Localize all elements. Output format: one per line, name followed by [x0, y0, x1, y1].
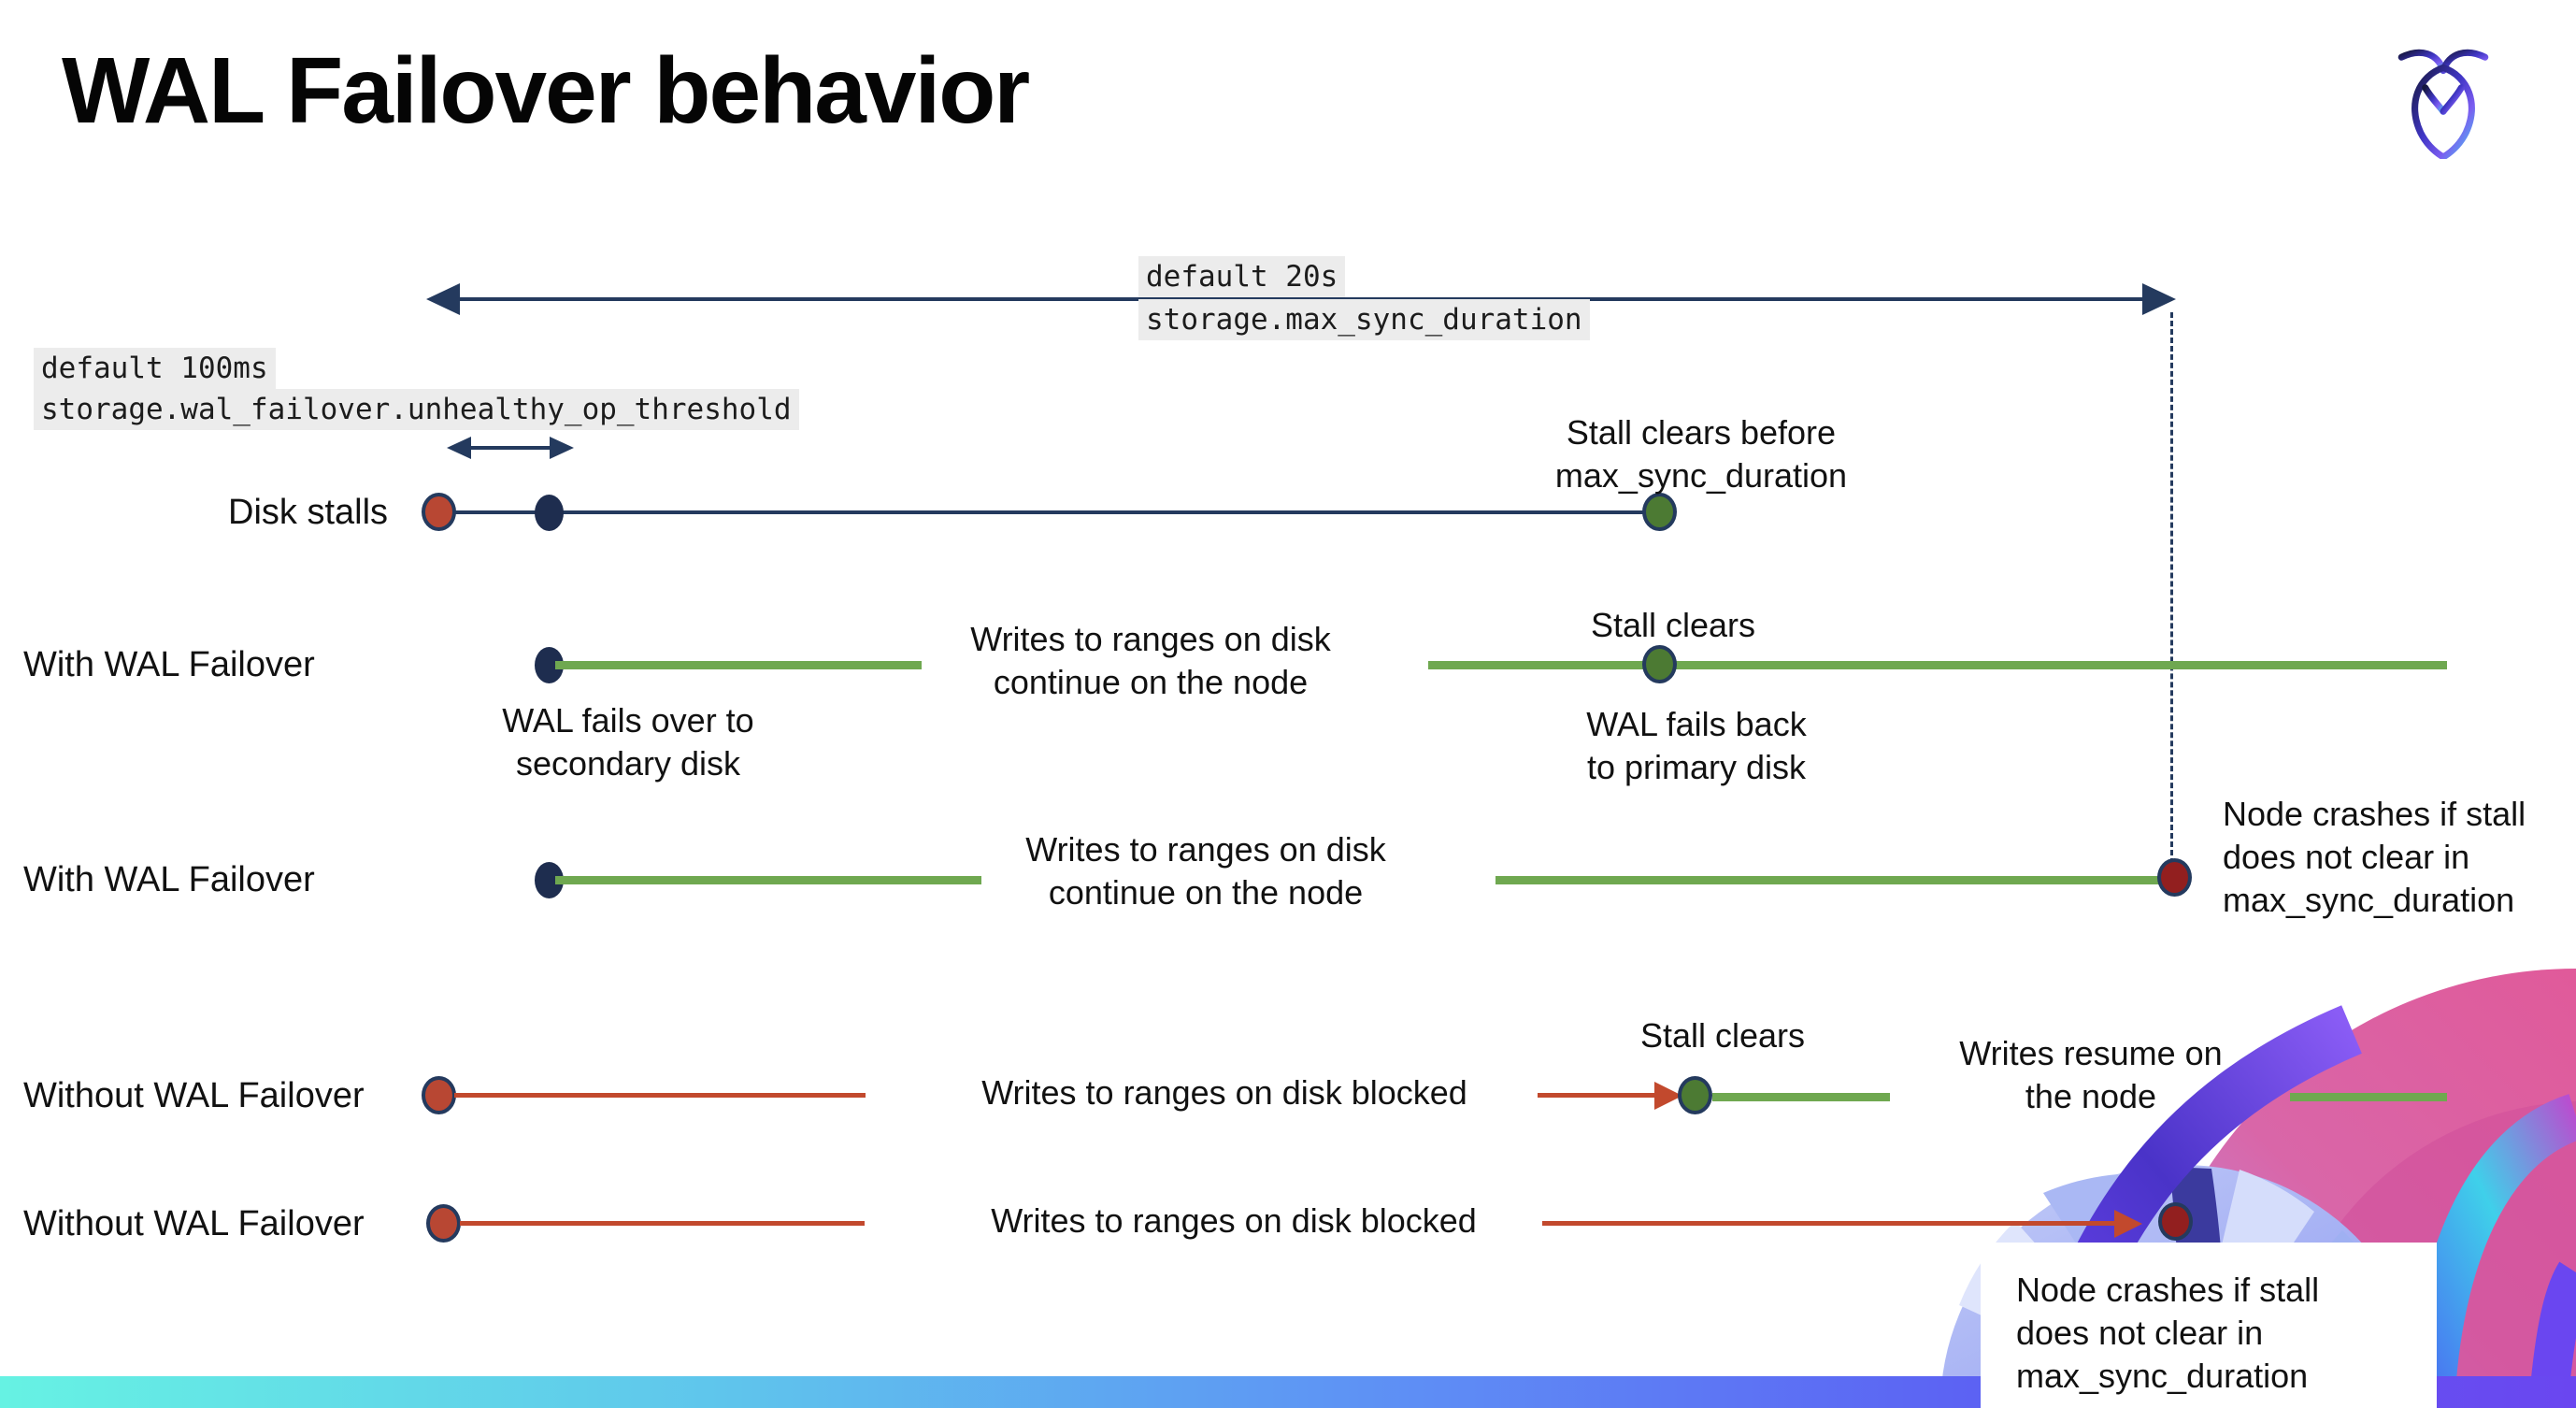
writes-continue-line2-b [1496, 876, 2161, 884]
node-crash-dot-row5 [2158, 1202, 2193, 1241]
row-label-with-wal-failover-1: With WAL Failover [23, 645, 315, 684]
writes-continue-line2-a [555, 876, 981, 884]
failback-note: WAL fails back to primary disk [1586, 705, 1807, 786]
node-crash-note-row3: Node crashes if stall does not clear in … [2223, 795, 2526, 919]
disk-stall-timeline [437, 510, 1659, 514]
writes-blocked-note-row5: Writes to ranges on disk blocked [991, 1201, 1477, 1240]
writes-blocked-line-a [454, 1093, 866, 1098]
node-crash-note-row5: Node crashes if stall does not clear in … [2016, 1271, 2320, 1395]
writes-continue-note-row2: Writes to ranges on disk continue on the… [970, 620, 1331, 701]
max-sync-default-label: default 20s [1138, 256, 1346, 297]
writes-blocked-note-row4: Writes to ranges on disk blocked [981, 1073, 1467, 1112]
failover-note: WAL fails over to secondary disk [502, 701, 754, 783]
row-label-without-wal-failover-1: Without WAL Failover [23, 1076, 365, 1115]
writes-continue-line-b [1428, 661, 2447, 669]
max-sync-deadline-dashed-line [2170, 312, 2173, 864]
writes-resume-line-a [1712, 1093, 1890, 1101]
stall-clears-dot-row4 [1678, 1076, 1712, 1114]
failover-threshold-dot [535, 495, 564, 531]
row-label-with-wal-failover-2: With WAL Failover [23, 860, 315, 899]
writes-blocked-line2-b [1542, 1221, 2129, 1226]
node-crash-dot-row3 [2157, 858, 2192, 897]
writes-continue-line-a [555, 661, 922, 669]
stall-clears-dot-row2 [1642, 645, 1677, 683]
max-sync-setting-label: storage.max_sync_duration [1138, 299, 1590, 340]
stall-start-dot-row4 [422, 1076, 456, 1114]
arrowhead-left-icon [426, 283, 460, 315]
unhealthy-op-default-label: default 100ms [34, 348, 276, 389]
cockroachdb-logo-icon [2397, 49, 2489, 159]
writes-continue-note-row3: Writes to ranges on disk continue on the… [1025, 830, 1386, 912]
small-arrowhead-right-icon [550, 437, 574, 459]
red-arrowhead-row5-icon [2114, 1210, 2142, 1238]
row-label-disk-stalls: Disk stalls [228, 493, 389, 532]
writes-resume-note: Writes resume on the node [1959, 1034, 2223, 1115]
stall-clears-note-row4: Stall clears [1639, 1016, 1806, 1055]
writes-resume-line-b [2290, 1093, 2447, 1101]
writes-blocked-line2-a [460, 1221, 865, 1226]
row-label-without-wal-failover-2: Without WAL Failover [23, 1204, 365, 1243]
threshold-span-line [460, 446, 557, 450]
stall-clears-before-note: Stall clears before max_sync_duration [1554, 413, 1848, 495]
stall-clears-dot [1642, 493, 1677, 531]
stall-start-dot-row5 [426, 1204, 461, 1243]
disk-stall-start-dot [422, 493, 456, 531]
small-arrowhead-left-icon [447, 437, 471, 459]
writes-blocked-line-b [1538, 1093, 1670, 1098]
stall-clears-note-row2: Stall clears [1590, 606, 1756, 644]
unhealthy-op-setting-label: storage.wal_failover.unhealthy_op_thresh… [34, 389, 799, 430]
page-title: WAL Failover behavior [62, 38, 1030, 143]
node-crash-callout: Node crashes if stall does not clear in … [1981, 1243, 2437, 1408]
arrowhead-right-icon [2142, 283, 2176, 315]
